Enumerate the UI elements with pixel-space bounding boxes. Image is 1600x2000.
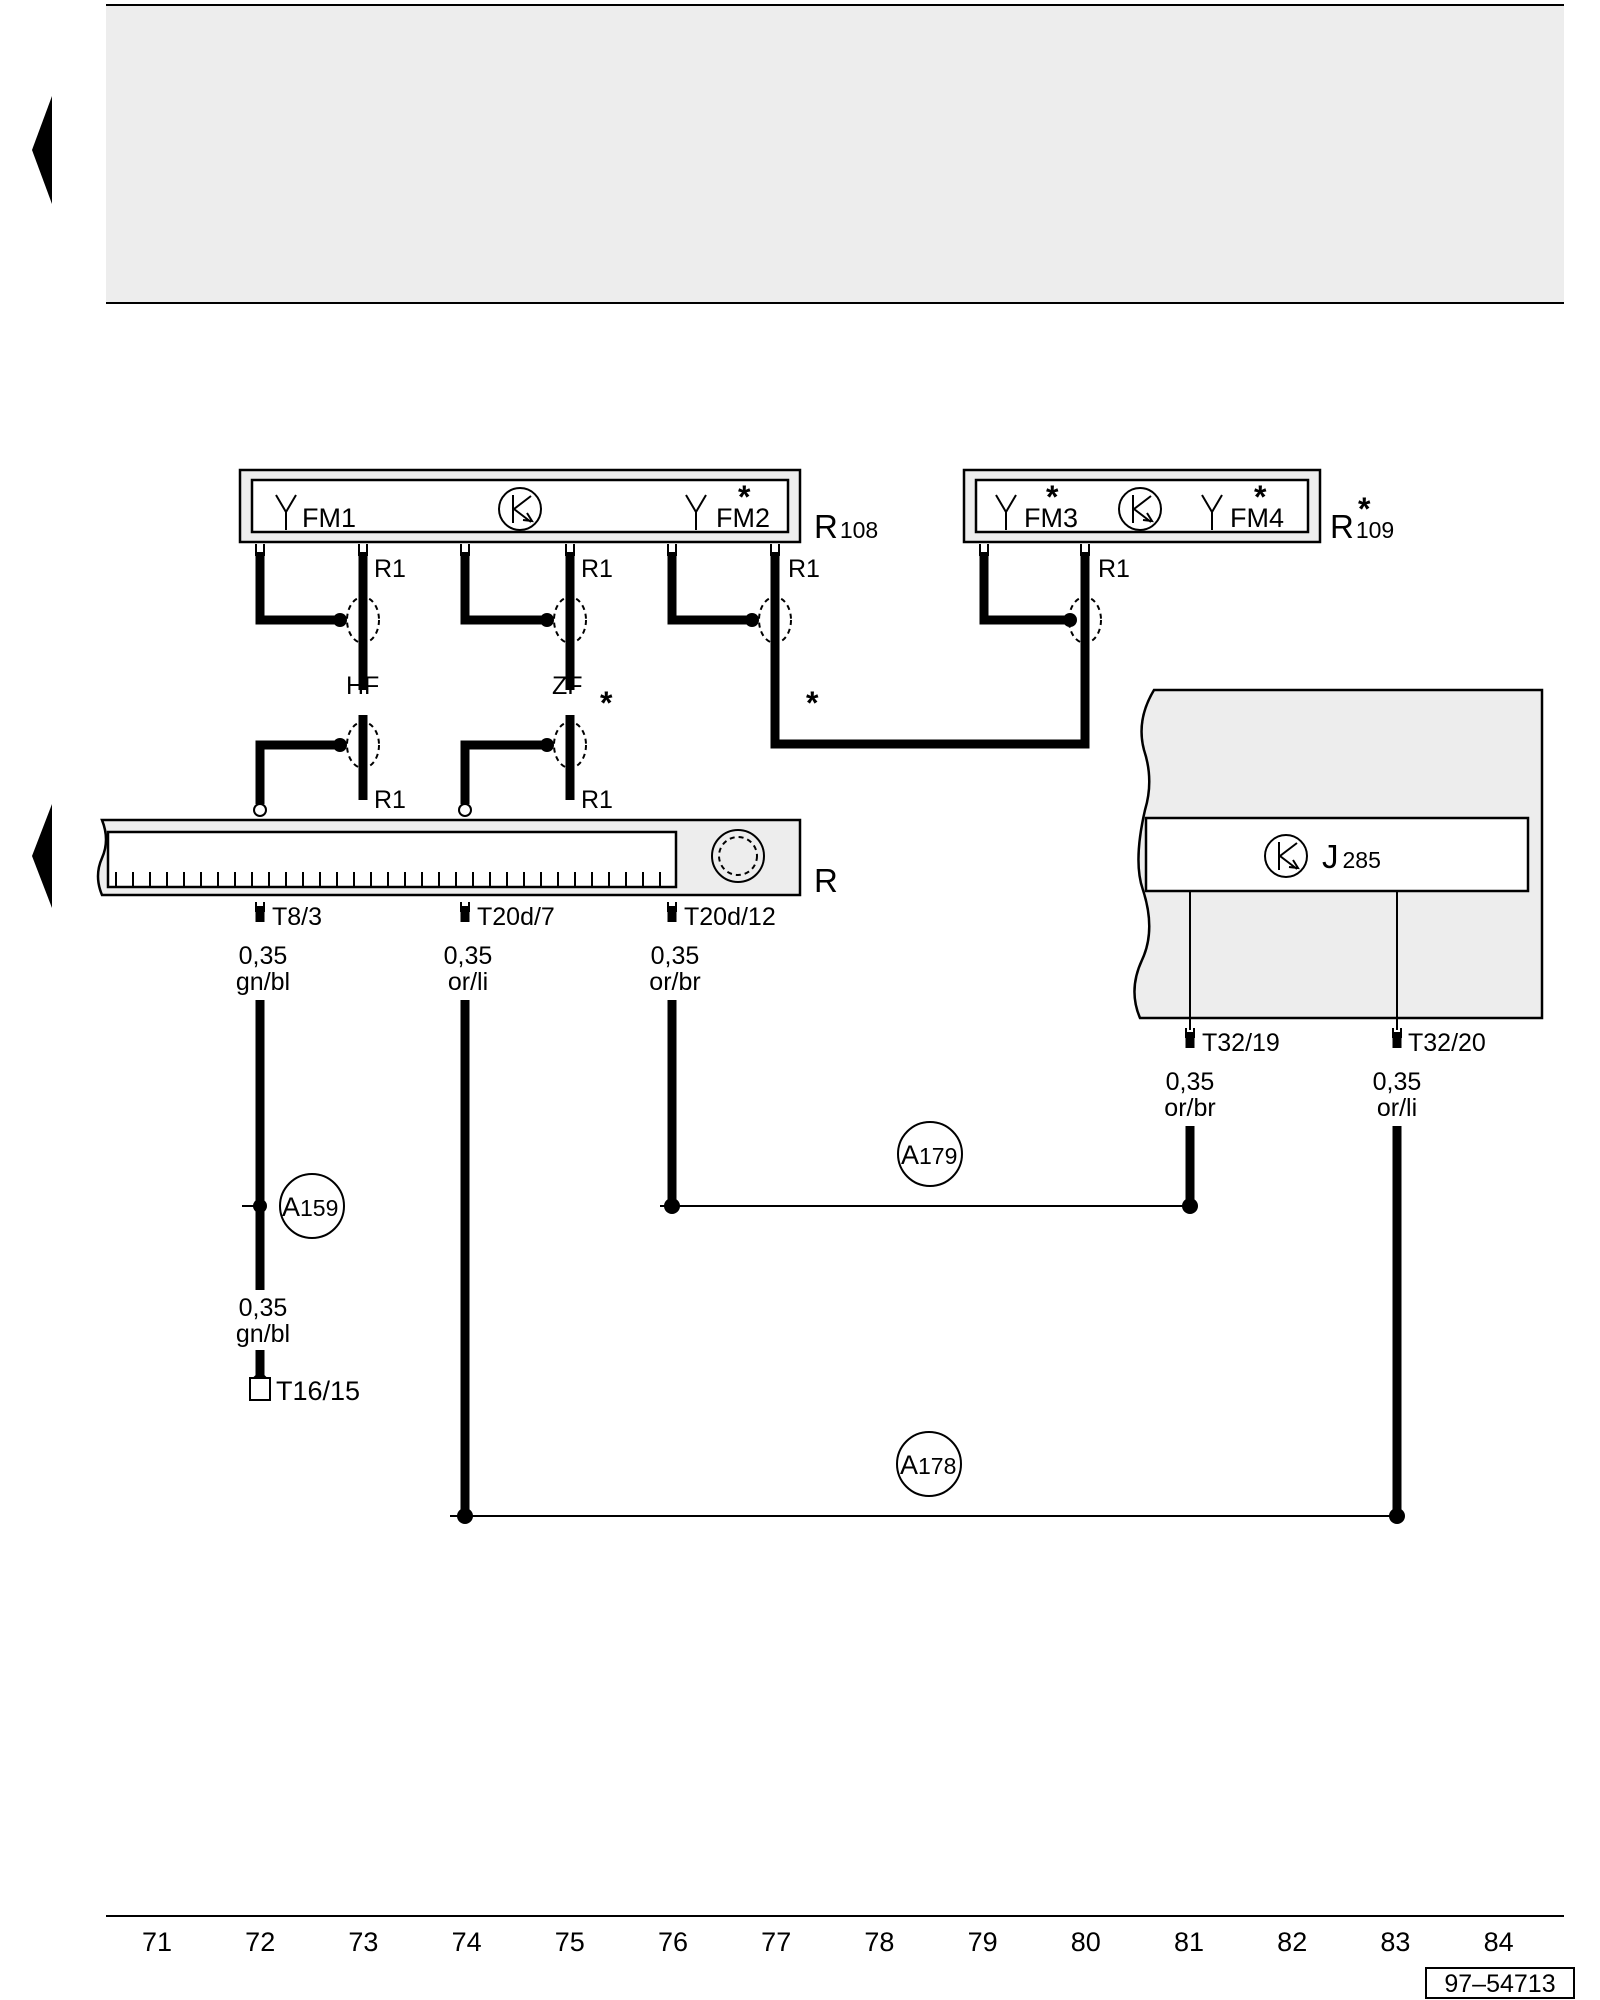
signal-zf-label: ZF bbox=[552, 672, 583, 700]
column-number: 73 bbox=[348, 1927, 378, 1957]
wire-color-label: or/br bbox=[649, 968, 700, 996]
option-star: * bbox=[806, 685, 819, 721]
wire-or-br bbox=[660, 1000, 1198, 1214]
connection-a159 bbox=[279, 1173, 345, 1239]
header-panel bbox=[106, 5, 1564, 303]
option-star: * bbox=[738, 479, 751, 515]
wire-size-label: 0,35 bbox=[239, 1294, 288, 1322]
column-number: 82 bbox=[1277, 1927, 1307, 1957]
r109-antenna-amplifier bbox=[962, 468, 1322, 544]
option-star: * bbox=[1358, 491, 1371, 527]
column-number: 84 bbox=[1484, 1927, 1514, 1957]
column-number: 76 bbox=[658, 1927, 688, 1957]
pin-t32-20-label: T32/20 bbox=[1408, 1029, 1486, 1057]
column-number: 78 bbox=[864, 1927, 894, 1957]
doc-number: 97–54713 bbox=[1444, 1970, 1555, 1998]
column-number: 71 bbox=[142, 1927, 172, 1957]
wire-size-label: 0,35 bbox=[444, 942, 493, 970]
antenna-lead-fm1 bbox=[255, 544, 380, 690]
radio-label: R bbox=[814, 862, 838, 899]
option-star: * bbox=[1254, 479, 1267, 515]
antenna-lead-fm2 bbox=[667, 544, 1090, 749]
signal-hf-label: HF bbox=[346, 672, 379, 700]
pin-r1-label: R1 bbox=[374, 555, 406, 583]
continuation-arrow-icon[interactable] bbox=[32, 96, 52, 204]
antenna-lead-zf bbox=[460, 544, 587, 690]
wire-color-label: gn/bl bbox=[236, 968, 290, 996]
wire-color-label: or/li bbox=[448, 968, 488, 996]
wire-size-label: 0,35 bbox=[1166, 1068, 1215, 1096]
pin-r1-label: R1 bbox=[788, 555, 820, 583]
option-star: * bbox=[1046, 479, 1059, 515]
column-number: 83 bbox=[1380, 1927, 1410, 1957]
wire-color-label: or/br bbox=[1164, 1094, 1215, 1122]
antenna-lead-fm3 bbox=[979, 544, 1102, 644]
r109-label: R109 bbox=[1330, 508, 1394, 545]
pin-r1-label: R1 bbox=[581, 555, 613, 583]
antenna-fm2-label: FM2 bbox=[716, 503, 770, 533]
wire-size-label: 0,35 bbox=[1373, 1068, 1422, 1096]
wire-size-label: 0,35 bbox=[239, 942, 288, 970]
radio-antenna-input-zf bbox=[458, 715, 587, 817]
antenna-fm3-label: FM3 bbox=[1024, 503, 1078, 533]
wire-color-label: gn/bl bbox=[236, 1320, 290, 1348]
connection-a159-label: A159 bbox=[282, 1192, 338, 1222]
pin-t20d-7-label: T20d/7 bbox=[477, 903, 555, 931]
column-number: 72 bbox=[245, 1927, 275, 1957]
pin-t20d-12-label: T20d/12 bbox=[684, 903, 776, 931]
wire-or-li bbox=[450, 1000, 1405, 1524]
column-number: 75 bbox=[555, 1927, 585, 1957]
radio-unit bbox=[96, 818, 802, 897]
column-number: 77 bbox=[761, 1927, 791, 1957]
pin-r1-label: R1 bbox=[374, 786, 406, 814]
continuation-arrow-icon[interactable] bbox=[32, 804, 52, 908]
option-star: * bbox=[600, 685, 613, 721]
r108-antenna-amplifier bbox=[238, 468, 802, 544]
column-numbers: 71 72 73 74 75 76 77 78 79 80 81 82 83 84 bbox=[142, 1927, 1514, 1957]
wire-gn-bl bbox=[242, 1000, 271, 1401]
r108-label: R108 bbox=[814, 508, 878, 545]
connection-a179-label: A179 bbox=[901, 1140, 957, 1170]
radio-antenna-input-hf bbox=[253, 715, 380, 817]
connection-a179 bbox=[897, 1121, 963, 1187]
pin-t32-19-label: T32/19 bbox=[1202, 1029, 1280, 1057]
wire-size-label: 0,35 bbox=[651, 942, 700, 970]
connection-a178 bbox=[896, 1431, 962, 1497]
j285-control-unit bbox=[1133, 688, 1544, 1030]
wire-color-label: or/li bbox=[1377, 1094, 1417, 1122]
antenna-fm1-label: FM1 bbox=[302, 503, 356, 533]
pin-r1-label: R1 bbox=[581, 786, 613, 814]
column-number: 79 bbox=[968, 1927, 998, 1957]
column-number: 74 bbox=[452, 1927, 482, 1957]
connection-a178-label: A178 bbox=[900, 1450, 956, 1480]
pin-r1-label: R1 bbox=[1098, 555, 1130, 583]
pin-t8-3-label: T8/3 bbox=[272, 903, 322, 931]
pin-t16-15-label: T16/15 bbox=[276, 1376, 360, 1406]
column-number: 81 bbox=[1174, 1927, 1204, 1957]
doc-number-box bbox=[1425, 1967, 1575, 1999]
column-number: 80 bbox=[1071, 1927, 1101, 1957]
antenna-fm4-label: FM4 bbox=[1230, 503, 1284, 533]
